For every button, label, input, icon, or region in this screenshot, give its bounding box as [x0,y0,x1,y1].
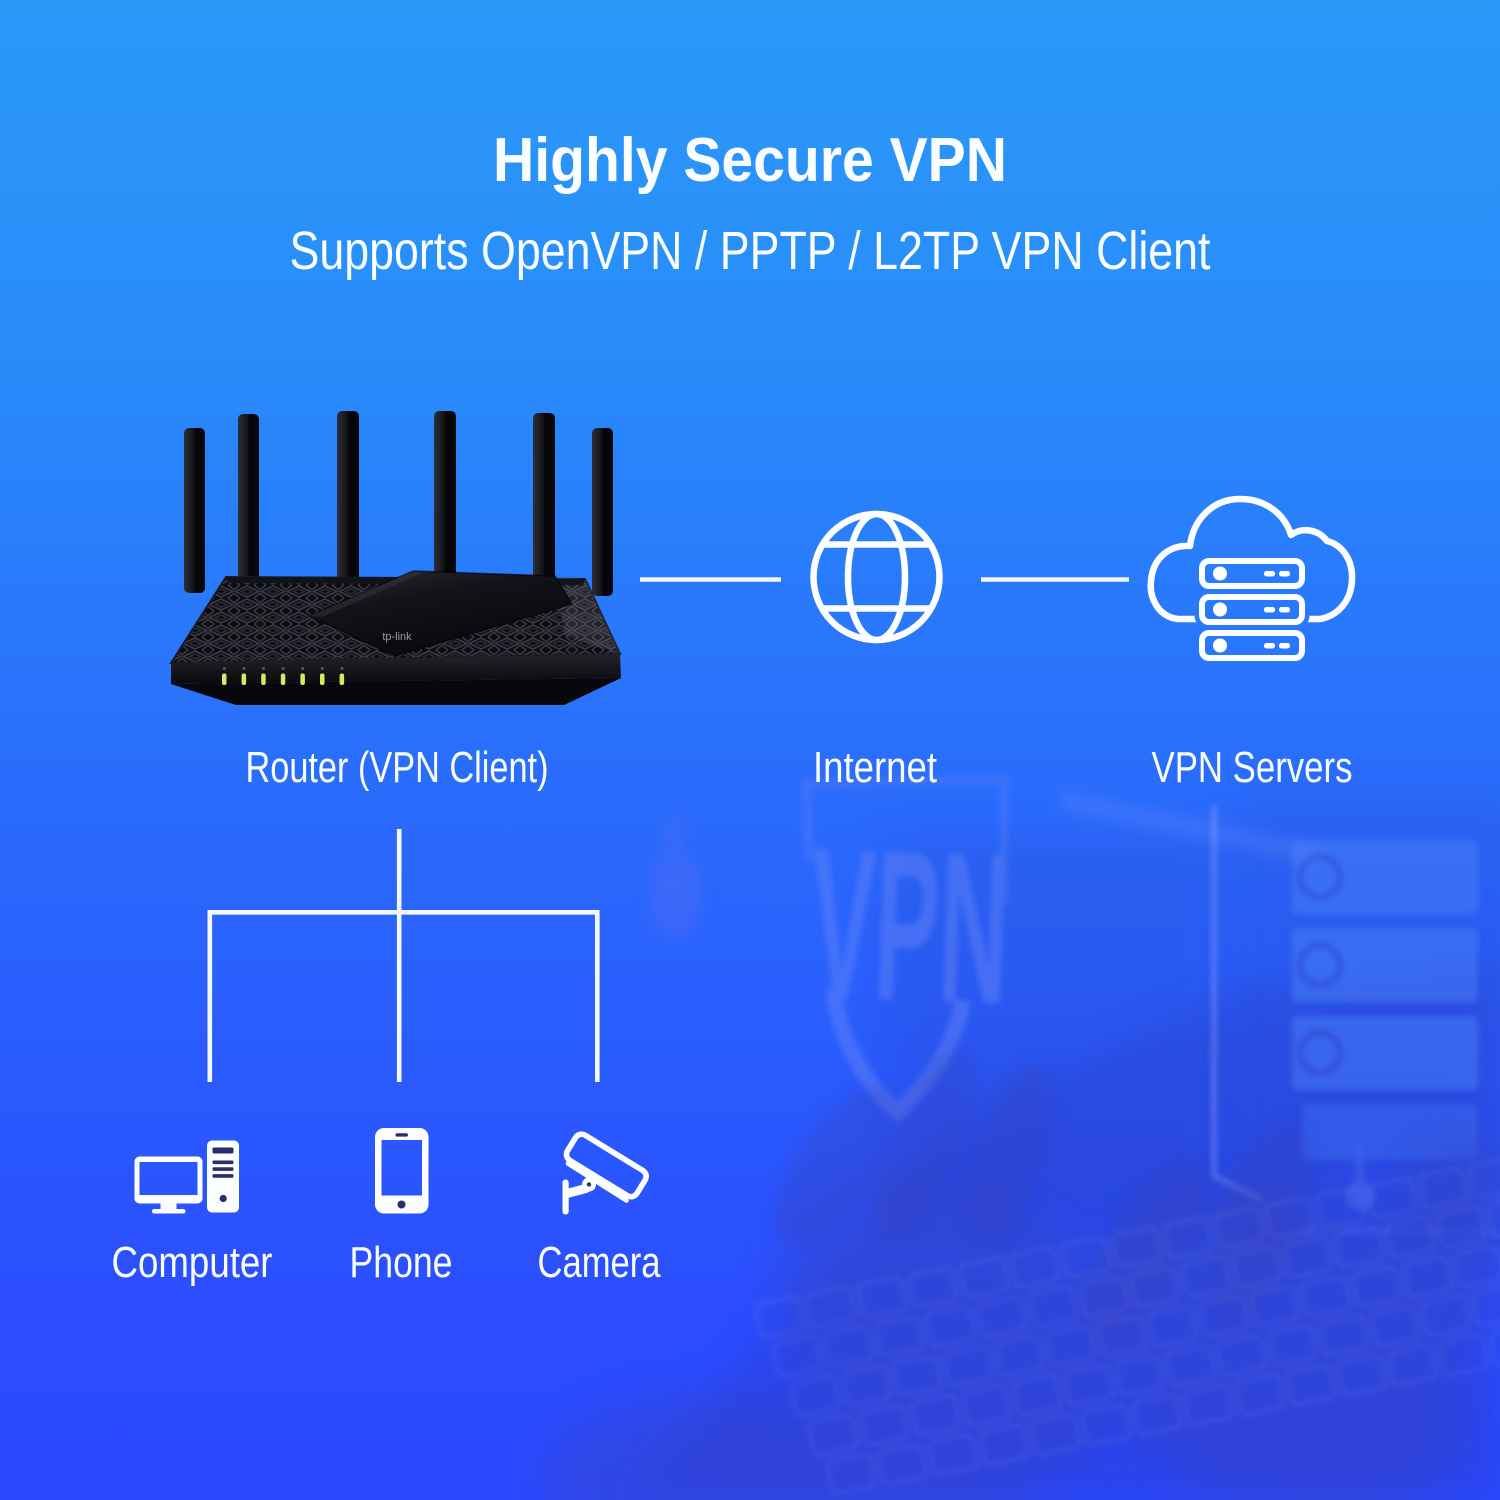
svg-text:Router (VPN Client): Router (VPN Client) [246,743,549,792]
svg-text:Phone: Phone [350,1238,453,1287]
svg-text:Computer: Computer [112,1238,273,1287]
svg-text:tp-link: tp-link [382,631,412,643]
svg-text:Highly Secure VPN: Highly Secure VPN [493,126,1007,195]
svg-text:VPN Servers: VPN Servers [1152,743,1353,792]
svg-text:Supports OpenVPN / PPTP / L2TP: Supports OpenVPN / PPTP / L2TP VPN Clien… [290,221,1211,281]
svg-text:Camera: Camera [538,1238,661,1287]
svg-text:Internet: Internet [813,743,937,792]
